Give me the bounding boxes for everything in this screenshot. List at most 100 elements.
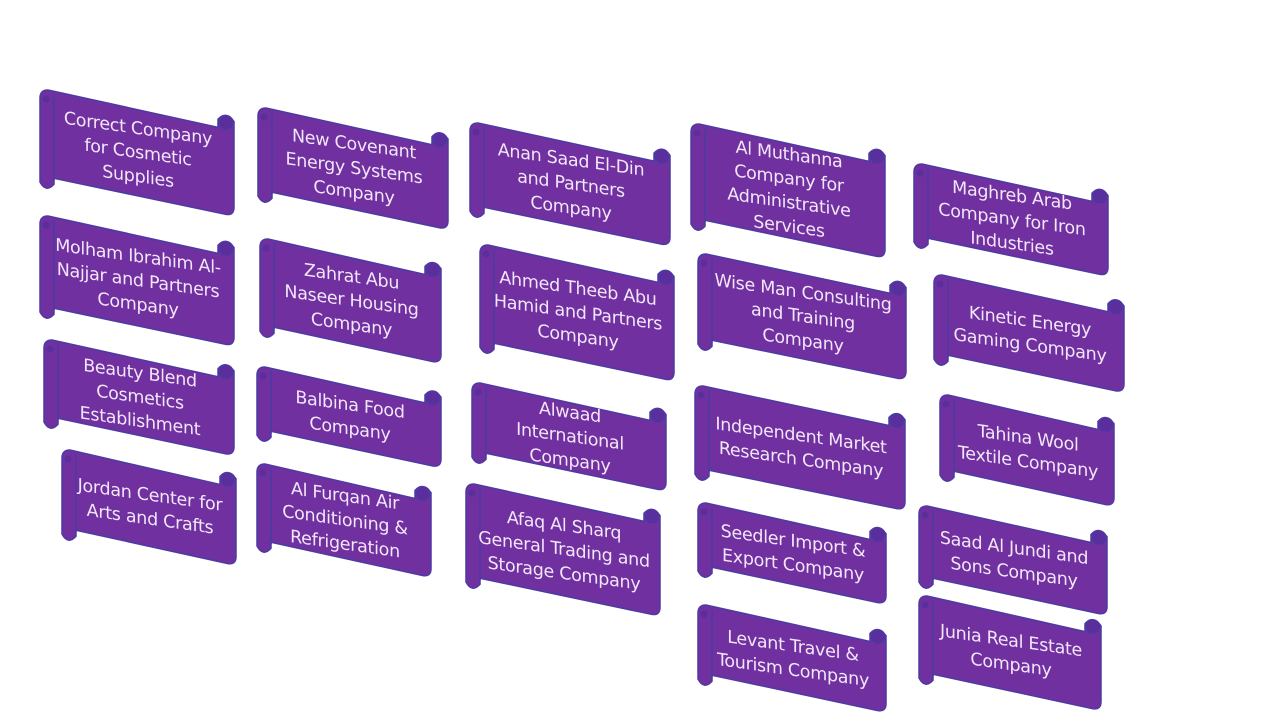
- scroll-body: [259, 238, 442, 363]
- scroll-shape: [257, 107, 449, 229]
- scroll-shape: [61, 449, 237, 565]
- scroll-left-curl: [64, 455, 72, 463]
- scroll-body: [918, 505, 1108, 615]
- scroll-right-curl: [1092, 188, 1108, 204]
- scroll-left-curl: [700, 508, 708, 516]
- scroll-left-curl: [468, 489, 476, 497]
- scroll-left-curl: [936, 280, 944, 288]
- scroll-left-curl: [260, 113, 268, 121]
- scroll-shape: [697, 253, 907, 380]
- scroll-banner: Tahina Wool Textile Company: [938, 393, 1115, 506]
- scroll-body: [61, 449, 237, 565]
- scroll-shape: [939, 394, 1115, 506]
- scroll-shape: [913, 163, 1109, 276]
- scroll-banner: New Covenant Energy Systems Company: [256, 106, 449, 229]
- scroll-banner: Levant Travel & Tourism Company: [696, 603, 887, 712]
- scroll-body: [913, 163, 1109, 276]
- scroll-left-curl: [474, 388, 482, 396]
- scroll-right-curl: [432, 132, 448, 148]
- scroll-left-curl: [46, 345, 54, 353]
- scroll-shape: [918, 505, 1108, 615]
- scroll-shape: [465, 483, 661, 616]
- scroll-left-curl: [697, 391, 705, 399]
- scroll-right-curl: [650, 407, 666, 423]
- scroll-banner: Afaq Al Sharq General Trading and Storag…: [464, 482, 661, 616]
- scroll-left-curl: [916, 169, 924, 177]
- scroll-banner: Al Muthanna Company for Administrative S…: [689, 122, 886, 258]
- scroll-right-curl: [218, 364, 234, 380]
- scroll-shape: [43, 339, 235, 455]
- scroll-left-curl: [472, 128, 480, 136]
- scroll-right-curl: [658, 269, 674, 285]
- scroll-left-curl: [482, 250, 490, 258]
- scroll-left-curl: [262, 244, 270, 252]
- scroll-body: [43, 339, 235, 455]
- scroll-body: [256, 366, 442, 467]
- scroll-banner: Molham Ibrahim Al-Najjar and Partners Co…: [38, 214, 235, 346]
- scroll-banner: Beauty Blend Cosmetics Establishment: [42, 338, 235, 455]
- scroll-body: [39, 215, 235, 346]
- scroll-shape: [479, 244, 675, 381]
- scroll-right-curl: [869, 148, 885, 164]
- scroll-left-curl: [42, 221, 50, 229]
- scroll-body: [694, 385, 906, 510]
- scroll-banner: Zahrat Abu Naseer Housing Company: [258, 237, 442, 363]
- scroll-shape: [918, 595, 1102, 710]
- scroll-banner: Ahmed Theeb Abu Hamid and Partners Compa…: [478, 243, 675, 381]
- scroll-banner: Al Furqan Air Conditioning & Refrigerati…: [255, 462, 432, 577]
- scroll-right-curl: [644, 508, 660, 524]
- scroll-body: [257, 107, 449, 229]
- scroll-banner: Alwaad International Company: [470, 381, 667, 491]
- scroll-body: [479, 244, 675, 381]
- scroll-shape: [256, 463, 432, 577]
- scroll-body: [697, 253, 907, 380]
- scroll-body: [697, 604, 887, 712]
- scroll-body: [471, 382, 667, 491]
- scroll-left-curl: [700, 610, 708, 618]
- scroll-banner: Maghreb Arab Company for Iron Industries: [912, 162, 1109, 276]
- scroll-right-curl: [1085, 619, 1101, 635]
- scroll-banner: Seedler Import & Export Company: [696, 501, 887, 604]
- scroll-left-curl: [942, 400, 950, 408]
- scroll-right-curl: [870, 527, 886, 543]
- scroll-right-curl: [890, 280, 906, 296]
- scroll-banner: Anan Saad El-Din and Partners Company: [468, 121, 671, 246]
- scroll-right-curl: [415, 486, 431, 502]
- scroll-body: [697, 502, 887, 604]
- scroll-right-curl: [220, 472, 236, 488]
- scroll-shape: [469, 122, 671, 246]
- scroll-left-curl: [259, 469, 267, 477]
- scroll-body: [465, 483, 661, 616]
- scroll-right-curl: [1091, 530, 1107, 546]
- scroll-shape: [933, 274, 1125, 392]
- scroll-banner: Kinetic Energy Gaming Company: [932, 273, 1125, 392]
- scroll-body: [469, 122, 671, 246]
- scroll-shape: [259, 238, 442, 363]
- scroll-banner: Junia Real Estate Company: [917, 594, 1102, 710]
- scroll-banner: Wise Man Consulting and Training Company: [696, 252, 907, 380]
- scroll-left-curl: [259, 372, 267, 380]
- scroll-left-curl: [921, 511, 929, 519]
- scroll-shape: [694, 385, 906, 510]
- scroll-body: [939, 394, 1115, 506]
- scroll-right-curl: [218, 114, 234, 130]
- scroll-shape: [256, 366, 442, 467]
- scroll-body: [256, 463, 432, 577]
- scroll-right-curl: [654, 148, 670, 164]
- scroll-right-curl: [425, 390, 441, 406]
- scroll-shape: [39, 89, 235, 216]
- scroll-shape: [471, 382, 667, 491]
- scroll-shape: [690, 123, 886, 258]
- scroll-left-curl: [42, 95, 50, 103]
- scroll-banner: Jordan Center for Arts and Crafts: [60, 448, 237, 565]
- scroll-right-curl: [889, 413, 905, 429]
- scroll-banner: Balbina Food Company: [255, 365, 442, 467]
- scroll-left-curl: [700, 259, 708, 267]
- scroll-right-curl: [425, 262, 441, 278]
- scroll-body: [39, 89, 235, 216]
- scroll-body: [690, 123, 886, 258]
- scroll-right-curl: [218, 240, 234, 256]
- scroll-shape: [39, 215, 235, 346]
- scroll-right-curl: [870, 629, 886, 645]
- scroll-shape: [697, 502, 887, 604]
